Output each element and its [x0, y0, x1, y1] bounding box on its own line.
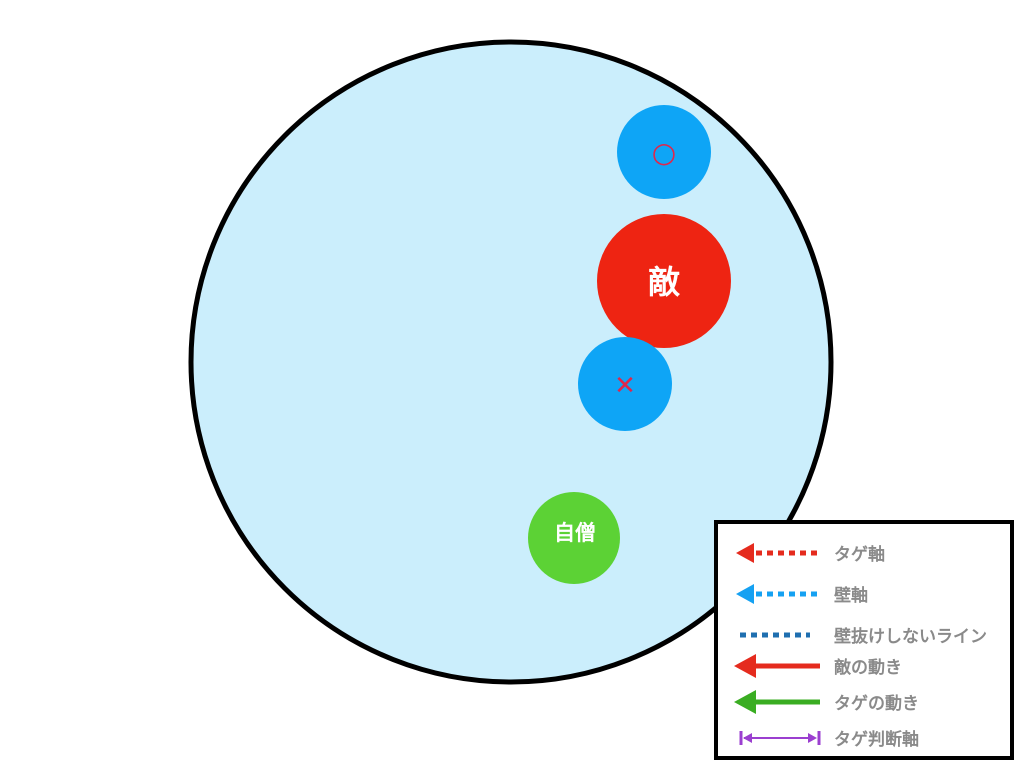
legend-label-no-wallclip-line: 壁抜けしないライン — [834, 626, 987, 647]
legend-label-target-judgement-axis: タゲ判断軸 — [834, 729, 919, 750]
target-movement-swatch-icon — [734, 690, 820, 714]
unit-wall-bottom: ✕ — [578, 337, 672, 431]
enemy-movement-swatch-icon — [734, 654, 820, 678]
unit-enemy: 敵 — [597, 214, 731, 348]
legend-item-target-judgement-axis: タゲ判断軸 — [739, 729, 919, 750]
legend-label-target-movement: タゲの動き — [834, 693, 919, 714]
wall-bottom-label: ✕ — [614, 371, 636, 401]
wall-bottom-circle — [578, 337, 672, 431]
legend-item-target-movement: タゲの動き — [734, 690, 919, 714]
target-judgement-axis-swatch-icon — [739, 731, 821, 745]
target-axis-swatch-icon — [736, 543, 820, 563]
enemy-circle — [597, 214, 731, 348]
self-circle — [528, 492, 620, 584]
legend-box: タゲ軸 壁軸 壁抜けしないライン 敵の動き — [714, 520, 1014, 760]
legend-label-wall-axis: 壁軸 — [834, 585, 868, 606]
arena-circle — [188, 39, 834, 685]
self-label: 自僧 — [554, 521, 596, 545]
legend-label-target-axis: タゲ軸 — [834, 544, 885, 565]
unit-self: 自僧 — [528, 492, 620, 584]
wall-top-circle — [617, 105, 711, 199]
legend-item-wall-axis: 壁軸 — [736, 584, 868, 606]
legend-label-enemy-movement: 敵の動き — [834, 657, 902, 678]
legend-item-target-axis: タゲ軸 — [736, 543, 885, 565]
legend-item-enemy-movement: 敵の動き — [734, 654, 902, 678]
enemy-label: 敵 — [648, 263, 681, 301]
unit-wall-top: ○ — [617, 105, 711, 199]
legend-item-no-wallclip-line: 壁抜けしないライン — [740, 626, 987, 647]
wall-top-label: ○ — [652, 136, 676, 169]
wall-axis-swatch-icon — [736, 584, 820, 604]
legend-frame — [714, 520, 1014, 760]
